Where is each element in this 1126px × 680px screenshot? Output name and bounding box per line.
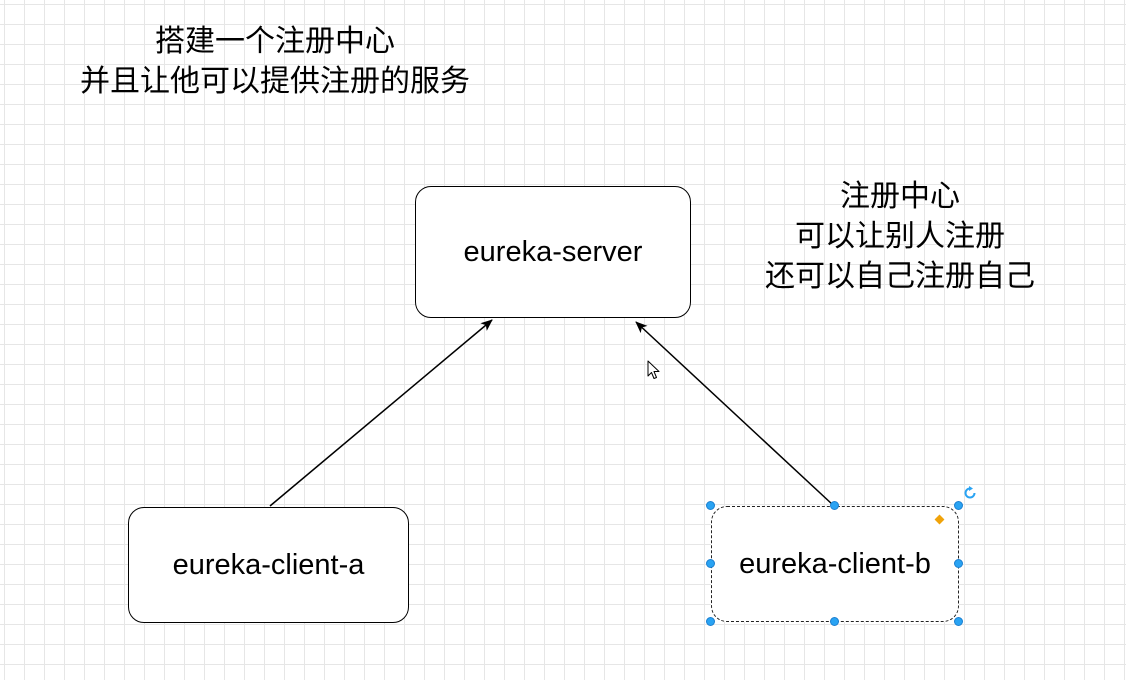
note-top[interactable]: 搭建一个注册中心 并且让他可以提供注册的服务 bbox=[40, 22, 510, 102]
note-right-line-3: 还可以自己注册自己 bbox=[765, 259, 1035, 294]
node-eureka-client-a-label: eureka-client-a bbox=[172, 548, 365, 581]
resize-handle-top-left[interactable] bbox=[706, 501, 715, 510]
node-eureka-server-label: eureka-server bbox=[463, 235, 643, 268]
edge-client-a-to-server[interactable] bbox=[269, 319, 493, 507]
resize-handle-top[interactable] bbox=[830, 501, 839, 510]
note-right-line-2: 可以让别人注册 bbox=[795, 219, 1005, 254]
rotate-icon[interactable] bbox=[963, 486, 977, 500]
note-right[interactable]: 注册中心 可以让别人注册 还可以自己注册自己 bbox=[740, 177, 1060, 297]
resize-handle-bottom[interactable] bbox=[830, 617, 839, 626]
node-eureka-client-a[interactable]: eureka-client-a bbox=[128, 507, 409, 623]
node-eureka-client-b-label: eureka-client-b bbox=[739, 547, 931, 580]
resize-handle-top-right[interactable] bbox=[954, 501, 963, 510]
note-top-line-2: 并且让他可以提供注册的服务 bbox=[80, 64, 470, 99]
resize-handle-left[interactable] bbox=[706, 559, 715, 568]
resize-handle-bottom-right[interactable] bbox=[954, 617, 963, 626]
node-eureka-server[interactable]: eureka-server bbox=[415, 186, 691, 318]
note-top-line-1: 搭建一个注册中心 bbox=[155, 24, 395, 59]
resize-handle-bottom-left[interactable] bbox=[706, 617, 715, 626]
edge-client-b-to-server[interactable] bbox=[635, 321, 834, 506]
node-eureka-client-b[interactable]: eureka-client-b bbox=[711, 506, 959, 622]
note-right-line-1: 注册中心 bbox=[840, 179, 960, 214]
resize-handle-right[interactable] bbox=[954, 559, 963, 568]
mouse-cursor-icon bbox=[647, 360, 660, 379]
